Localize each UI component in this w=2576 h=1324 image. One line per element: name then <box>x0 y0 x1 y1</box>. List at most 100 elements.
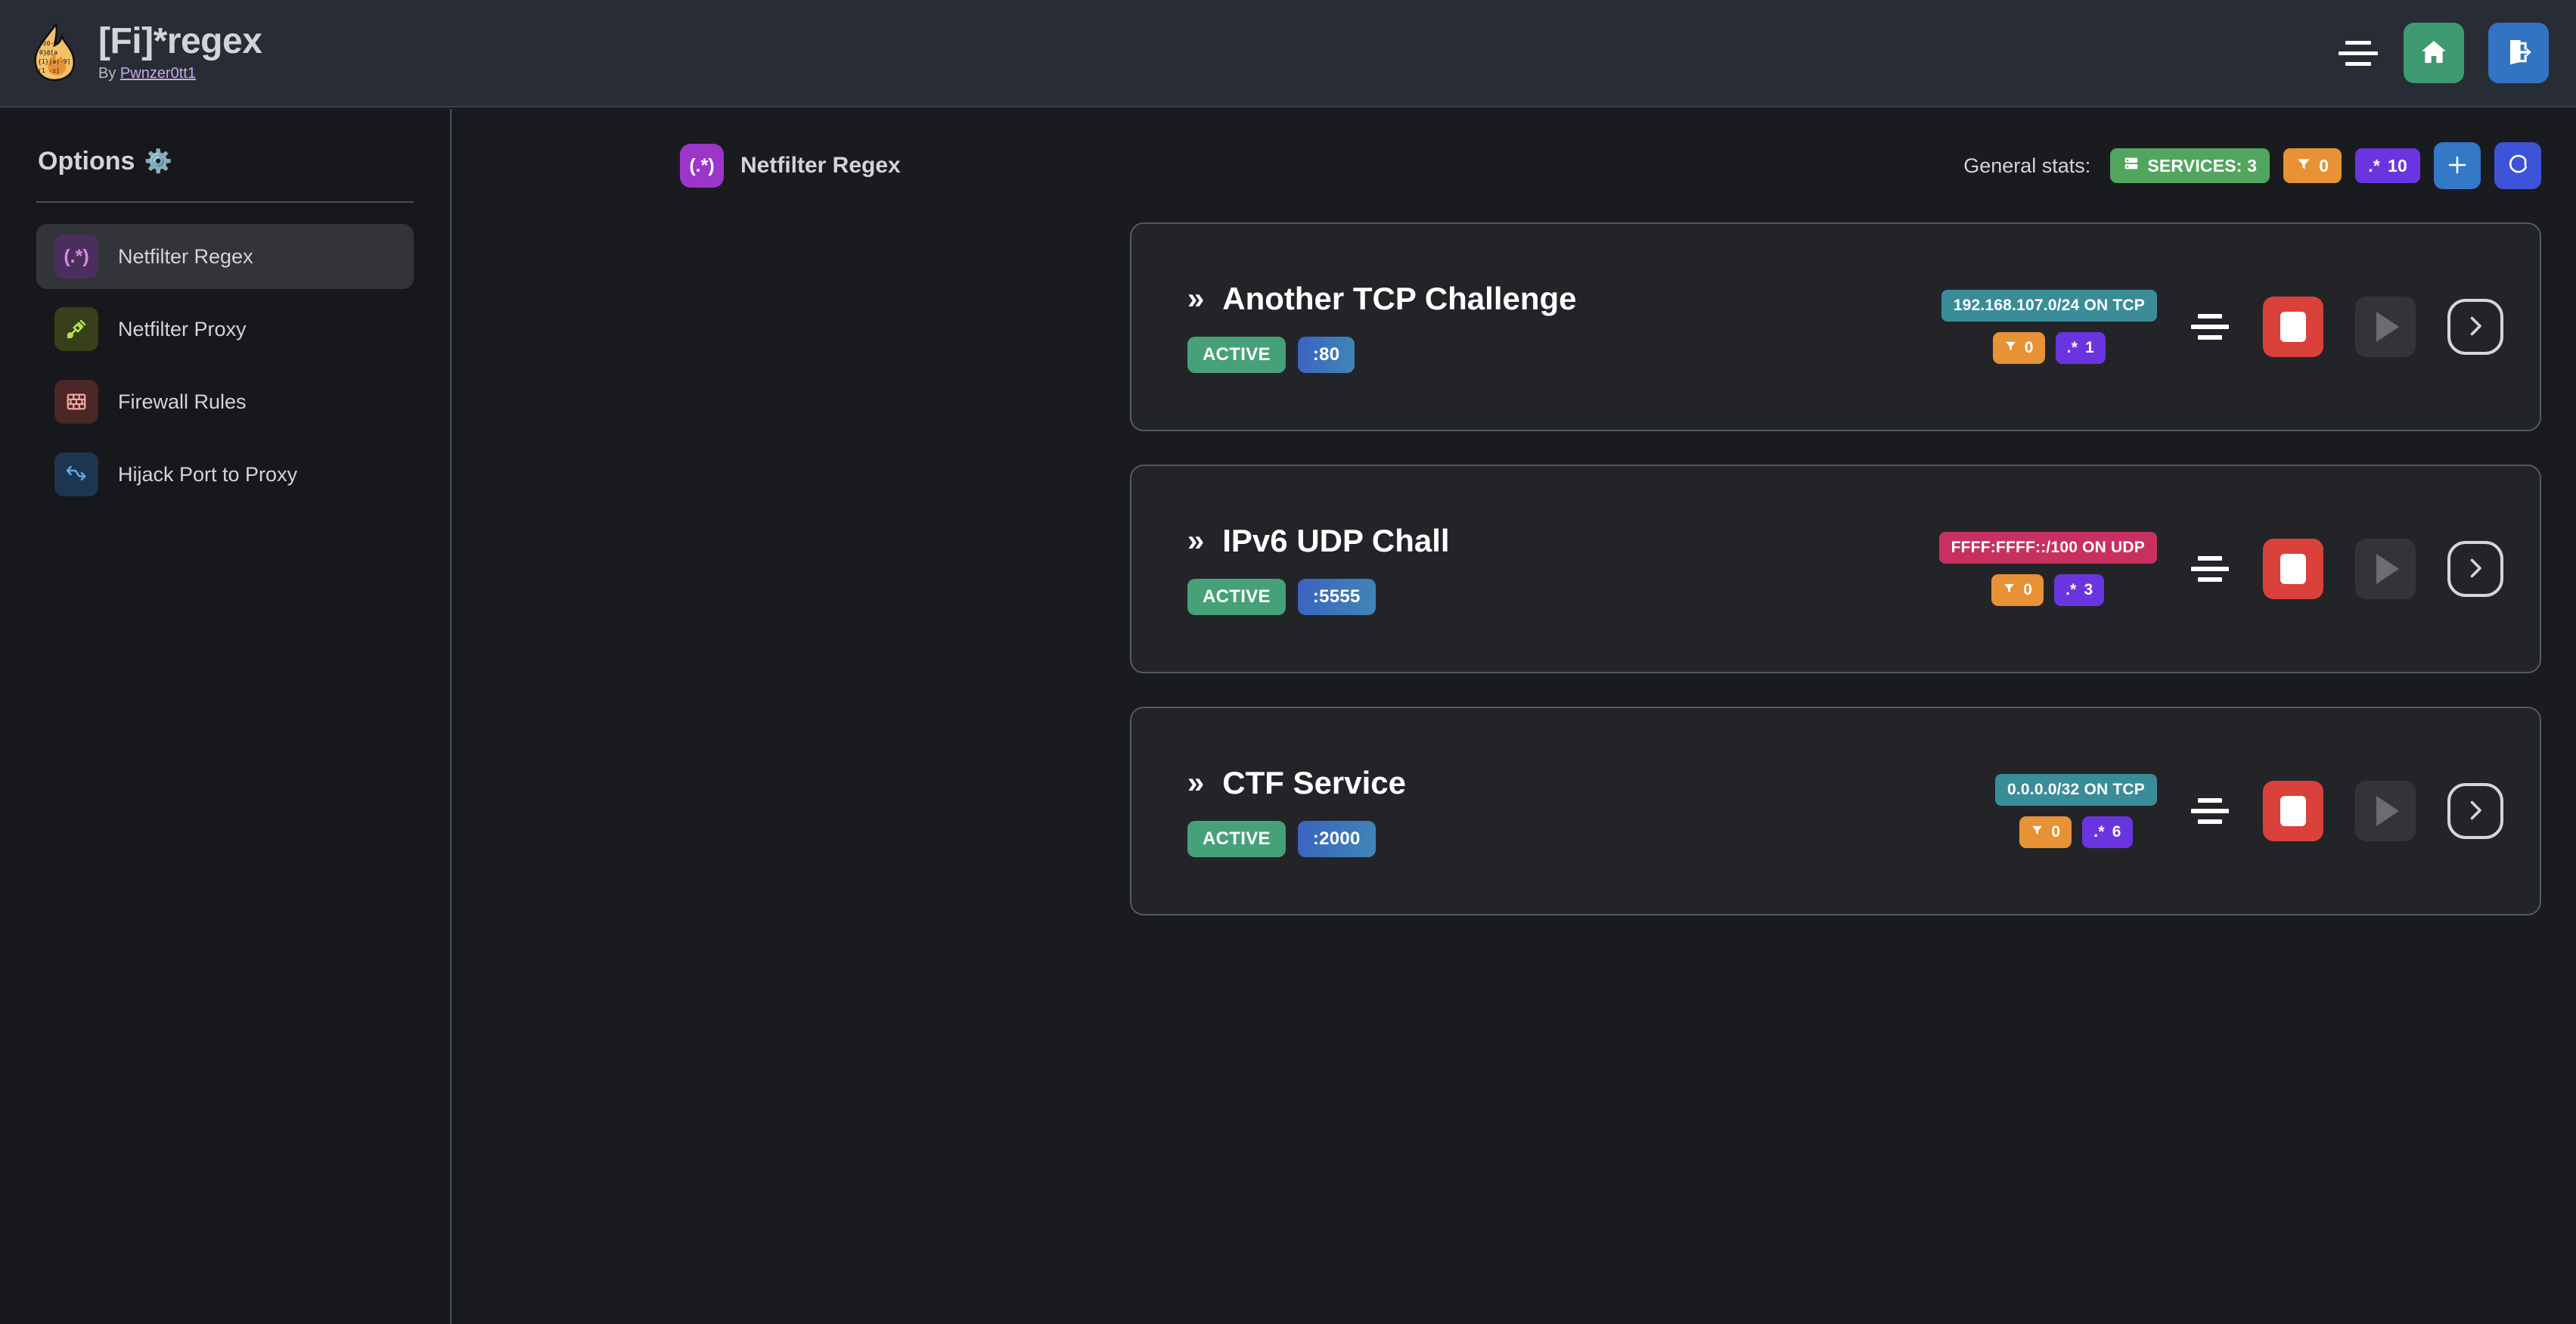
menu-line-1 <box>2198 314 2222 319</box>
service-card[interactable]: » CTF Service ACTIVE :2000 0.0.0.0/32 ON… <box>1130 707 2541 915</box>
hamburger-line-3 <box>2345 61 2371 66</box>
hamburger-menu-icon[interactable] <box>2337 36 2379 70</box>
service-list: » Another TCP Challenge ACTIVE :80 192.1… <box>1130 222 2541 915</box>
sidebar-item-netfilter-regex[interactable]: (.*) Netfilter Regex <box>36 224 414 289</box>
sidebar-divider <box>36 201 414 203</box>
service-title: » Another TCP Challenge <box>1187 281 1577 317</box>
filter-count: 0 <box>2319 155 2329 176</box>
sidebar-item-firewall-rules[interactable]: Firewall Rules <box>36 369 414 434</box>
service-badges: ACTIVE :2000 <box>1187 821 1406 857</box>
service-counters: 0 .* 3 <box>1991 574 2105 606</box>
sidebar-title: Options ⚙️ <box>38 147 414 176</box>
regex-dot-star-icon: .* <box>2368 155 2381 176</box>
funnel-icon <box>2004 339 2017 357</box>
play-button[interactable] <box>2355 781 2416 841</box>
service-info: » CTF Service ACTIVE :2000 <box>1187 765 1406 857</box>
sidebar-item-label: Netfilter Proxy <box>118 317 247 340</box>
open-service-button[interactable] <box>2447 299 2503 355</box>
route-fork-icon <box>54 452 98 496</box>
server-icon <box>2123 155 2140 176</box>
svg-text:-z0-9: -z0-9 <box>39 40 57 47</box>
sidebar-nav: (.*) Netfilter Regex Netfilter Proxy <box>36 224 414 507</box>
service-counters: 0 .* 6 <box>2019 816 2133 848</box>
regex-count: 6 <box>2112 823 2121 841</box>
chevron-right-icon <box>2462 797 2489 826</box>
regex-dot-star-icon: .* <box>2065 581 2077 598</box>
open-service-button[interactable] <box>2447 783 2503 839</box>
add-service-button[interactable] <box>2434 142 2481 189</box>
plug-icon <box>54 307 98 351</box>
home-icon <box>2419 37 2449 70</box>
gear-icon: ⚙️ <box>144 149 172 174</box>
play-icon <box>2376 796 2399 826</box>
service-network-info: FFFF:FFFF::/100 ON UDP 0 .* 3 <box>1938 532 2157 606</box>
double-chevron-icon: » <box>1187 281 1205 315</box>
service-menu-icon[interactable] <box>2189 794 2231 828</box>
sidebar: Options ⚙️ (.*) Netfilter Regex Netfilte… <box>0 109 452 1324</box>
author-link[interactable]: Pwnzer0tt1 <box>119 65 196 82</box>
menu-line-2 <box>2191 325 2229 329</box>
status-badge-services: SERVICES: 3 <box>2110 148 2270 183</box>
menu-line-3 <box>2198 335 2222 340</box>
menu-line-2 <box>2191 567 2229 571</box>
filter-count: 0 <box>2024 339 2034 356</box>
service-card[interactable]: » Another TCP Challenge ACTIVE :80 192.1… <box>1130 222 2541 431</box>
sidebar-item-label: Firewall Rules <box>118 390 247 413</box>
stop-button[interactable] <box>2263 781 2323 841</box>
flame-regex-logo-icon: -z0-9 0}@[a {1}|a)-9] (1 -z] <box>26 23 80 83</box>
app-byline: By Pwnzer0tt1 <box>98 65 262 82</box>
sidebar-item-hijack-port-to-proxy[interactable]: Hijack Port to Proxy <box>36 442 414 507</box>
regex-count: 1 <box>2085 339 2094 356</box>
funnel-icon <box>2003 581 2016 599</box>
svg-text:0}@[a: 0}@[a <box>39 49 57 56</box>
home-button[interactable] <box>2404 23 2464 83</box>
svg-text:{1}|a)-9]: {1}|a)-9] <box>38 58 70 65</box>
sidebar-item-label: Netfilter Regex <box>118 244 253 268</box>
plus-icon <box>2446 154 2469 179</box>
sidebar-title-text: Options <box>38 147 135 176</box>
sidebar-item-netfilter-proxy[interactable]: Netfilter Proxy <box>36 297 414 362</box>
main-header: (.*) Netfilter Regex General stats: SERV… <box>680 142 2541 189</box>
service-controls: FFFF:FFFF::/100 ON UDP 0 .* 3 <box>1938 532 2503 606</box>
service-info: » Another TCP Challenge ACTIVE :80 <box>1187 281 1577 373</box>
services-label: SERVICES: 3 <box>2147 155 2258 176</box>
stop-button[interactable] <box>2263 297 2323 357</box>
play-icon <box>2376 554 2399 584</box>
brand: -z0-9 0}@[a {1}|a)-9] (1 -z] [Fi]*regex … <box>26 23 262 83</box>
refresh-icon <box>2506 154 2529 179</box>
stop-icon <box>2280 796 2306 826</box>
open-service-button[interactable] <box>2447 541 2503 597</box>
regex-count-badge: .* 6 <box>2082 816 2133 848</box>
refresh-button[interactable] <box>2494 142 2541 189</box>
service-name: IPv6 UDP Chall <box>1222 523 1450 558</box>
regex-dot-star-icon: .* <box>2093 823 2105 841</box>
play-button[interactable] <box>2355 297 2416 357</box>
regex-count-badge: .* 1 <box>2055 332 2106 364</box>
service-info: » IPv6 UDP Chall ACTIVE :5555 <box>1187 523 1450 615</box>
header-actions <box>2337 23 2549 83</box>
app-header: -z0-9 0}@[a {1}|a)-9] (1 -z] [Fi]*regex … <box>0 0 2576 107</box>
regex-count: 10 <box>2388 155 2407 176</box>
port-badge: :2000 <box>1297 821 1376 857</box>
filter-count: 0 <box>2023 581 2033 598</box>
stop-button[interactable] <box>2263 539 2323 599</box>
status-badge-filters: 0 <box>2283 148 2342 183</box>
chevron-right-icon <box>2462 555 2489 584</box>
logout-icon <box>2503 37 2534 70</box>
play-button[interactable] <box>2355 539 2416 599</box>
status-badge: ACTIVE <box>1187 337 1286 373</box>
service-menu-icon[interactable] <box>2189 552 2231 586</box>
service-card[interactable]: » IPv6 UDP Chall ACTIVE :5555 FFFF:FFFF:… <box>1130 465 2541 673</box>
logout-button[interactable] <box>2488 23 2549 83</box>
chevron-right-icon <box>2462 312 2489 342</box>
general-stats: General stats: SERVICES: 3 0 . <box>1963 142 2541 189</box>
status-badge: ACTIVE <box>1187 821 1286 857</box>
stop-icon <box>2280 312 2306 342</box>
double-chevron-icon: » <box>1187 766 1205 800</box>
service-title: » CTF Service <box>1187 765 1406 801</box>
brand-text: [Fi]*regex By Pwnzer0tt1 <box>98 23 262 83</box>
filter-count-badge: 0 <box>2019 816 2072 848</box>
port-badge: :5555 <box>1297 579 1376 615</box>
filter-count: 0 <box>2051 823 2061 841</box>
service-menu-icon[interactable] <box>2189 309 2231 344</box>
